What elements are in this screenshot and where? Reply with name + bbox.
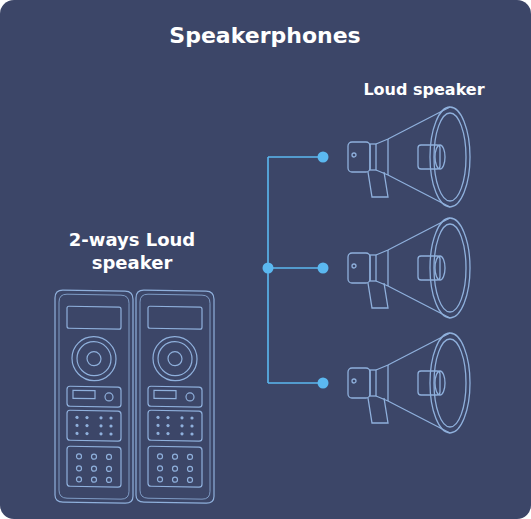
- title: Speakerphones: [169, 22, 360, 51]
- label: 2-ways Loud speaker: [63, 228, 201, 275]
- intercom-panel: [55, 290, 133, 503]
- wiring: [268, 157, 323, 383]
- horn-speaker: [348, 218, 470, 318]
- intercom-panel: [136, 290, 214, 503]
- label: Loud speaker: [363, 80, 484, 101]
- junction-dots: [263, 152, 329, 389]
- horn-speaker: [348, 333, 470, 433]
- horn-speaker: [348, 107, 470, 207]
